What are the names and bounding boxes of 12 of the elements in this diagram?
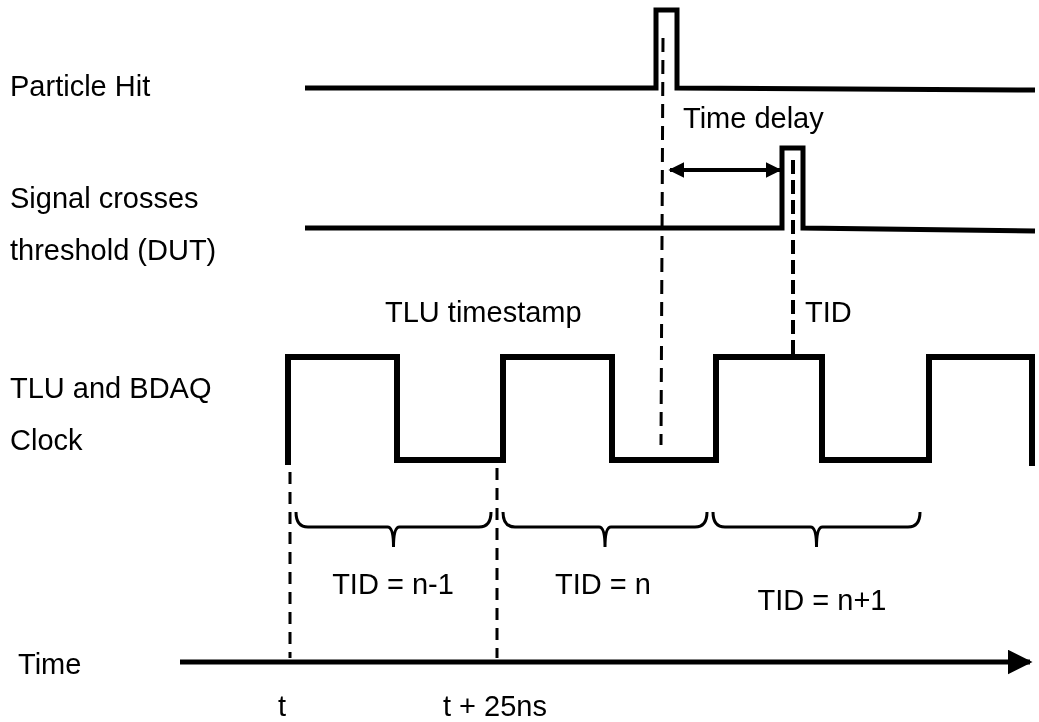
signal-label: TLU timestamp [385, 295, 582, 330]
signal-label: Signal crosses threshold (DUT) [10, 181, 218, 268]
signal-label: Particle Hit [10, 69, 151, 104]
signal-label: Time [18, 647, 82, 682]
signal-label: TID = n [554, 567, 652, 602]
signal-label: TID = n+1 [756, 583, 888, 618]
signal-label: TID [805, 295, 852, 330]
signal-label: Time delay [683, 101, 824, 136]
signal-label: t + 25ns [443, 689, 547, 722]
signal-label: TLU and BDAQ Clock [10, 371, 213, 458]
signal-label: TID = n-1 [331, 567, 455, 602]
signal-label: t [278, 689, 287, 722]
